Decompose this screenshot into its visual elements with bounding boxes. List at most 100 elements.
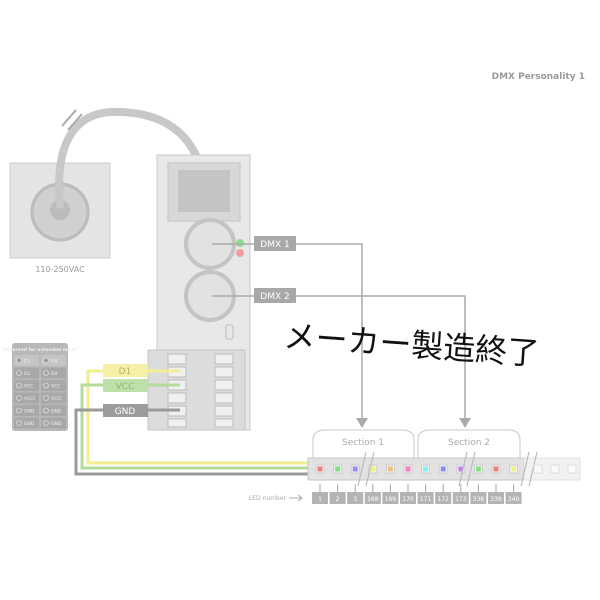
led-number-box <box>417 492 434 504</box>
led-172 <box>440 466 446 472</box>
pin-icon <box>43 382 49 389</box>
section-2-bracket <box>417 429 521 458</box>
led-338 <box>475 466 481 472</box>
pin-icon <box>43 370 49 376</box>
led-housing <box>550 464 560 474</box>
led-number: 2 <box>336 496 340 503</box>
led-3 <box>352 466 358 472</box>
led-number: 338 <box>473 496 485 503</box>
led-number: 172 <box>437 496 449 503</box>
reserved-pin-label: GND <box>51 409 62 415</box>
cable-break-mark <box>61 109 83 131</box>
led-number-box <box>347 492 364 504</box>
reserved-table-cell <box>41 392 66 404</box>
reserved-pin-label: GND <box>24 409 35 415</box>
vcc-tag <box>103 379 148 392</box>
reserved-pin-label: GND <box>51 421 62 427</box>
pin-icon <box>16 370 22 376</box>
reserved-table-cell <box>41 417 66 429</box>
d1-tag <box>103 364 148 377</box>
arrow-icon <box>459 418 471 428</box>
led-339 <box>493 466 499 472</box>
pin-icon <box>16 357 22 364</box>
dmx1-label: DMX 1 <box>260 240 289 250</box>
strip-break-mark <box>520 451 538 487</box>
reserved-pin-label: VCC <box>24 384 33 390</box>
led-number: 171 <box>420 496 432 503</box>
reserved-table-cell <box>14 405 39 416</box>
led-number-box <box>505 492 522 504</box>
pin-icon <box>16 382 22 389</box>
controller-device <box>147 154 251 431</box>
led-number-box <box>452 492 469 504</box>
led-number: 1 <box>318 496 322 503</box>
led-number-label: LED number <box>249 495 287 502</box>
pin-icon <box>16 395 22 401</box>
led-number: 170 <box>402 496 414 503</box>
reserved-table-cell <box>41 380 66 391</box>
led-number-box <box>312 492 328 504</box>
strip-break-mark <box>357 451 375 487</box>
section-2-label: Section 2 <box>448 438 490 448</box>
reserved-table-cell <box>14 367 39 379</box>
reserved-table-cell <box>14 355 39 366</box>
pin-icon <box>43 407 49 414</box>
reserved-pin-label: VCCI <box>24 396 35 402</box>
pin-icon <box>43 420 49 426</box>
led-173 <box>458 466 464 472</box>
arrow-right-icon <box>289 494 303 502</box>
reserved-table-cell <box>14 392 39 404</box>
reserved-pin-label: VCCI <box>51 396 62 402</box>
led-169 <box>387 466 393 472</box>
power-label: 110-250VAC <box>35 265 85 274</box>
section-1-label: Section 1 <box>342 438 384 448</box>
reserved-pin-label: D1 <box>24 371 30 377</box>
reserved-pin-label: GND <box>24 421 35 427</box>
led-number-box <box>400 492 416 504</box>
led-number-box <box>364 492 381 504</box>
led-number: 169 <box>385 496 397 503</box>
reserved-table-cell <box>14 380 39 391</box>
reserved-table-cell <box>14 417 39 429</box>
gnd-label: GND <box>115 407 136 417</box>
pin-icon <box>43 357 49 364</box>
reserved-pin-label: D1 <box>24 359 30 365</box>
reserved-table-cell <box>41 405 66 416</box>
strip-break-mark <box>458 451 476 487</box>
reserved-table-header: Reserved for extended mode <box>3 347 77 353</box>
dmx2-label: DMX 2 <box>260 292 289 302</box>
reserved-table-cell <box>41 367 66 379</box>
led-number-box <box>435 492 452 504</box>
status-led-green <box>236 239 244 247</box>
led-1 <box>317 466 323 472</box>
arrow-icon <box>356 418 368 428</box>
dmx1-tag <box>254 236 296 251</box>
vcc-label: VCC <box>116 382 135 392</box>
led-340 <box>511 466 517 472</box>
gnd-tag <box>103 404 148 417</box>
dmx2-tag <box>254 288 296 303</box>
led-number: 340 <box>508 496 520 503</box>
led-number-box <box>329 492 346 504</box>
d1-label: D1 <box>119 367 132 377</box>
reserved-table-cell <box>41 355 66 366</box>
pin-icon <box>16 407 22 414</box>
led-2 <box>335 466 341 472</box>
led-number-box <box>488 492 504 504</box>
led-number: 339 <box>490 496 502 503</box>
led-housing <box>533 464 543 474</box>
led-170 <box>405 466 411 472</box>
reserved-pin-label: D4 <box>51 371 57 377</box>
led-housing <box>567 464 577 474</box>
led-number: 173 <box>455 496 467 503</box>
usb-port <box>225 324 234 340</box>
pin-icon <box>16 420 22 426</box>
reserved-pin-label: D4 <box>51 359 57 365</box>
led-number: 168 <box>367 496 379 503</box>
diagram-title: DMX Personality 1 <box>492 72 585 82</box>
led-number: 3 <box>353 496 357 503</box>
pin-icon <box>43 395 49 401</box>
